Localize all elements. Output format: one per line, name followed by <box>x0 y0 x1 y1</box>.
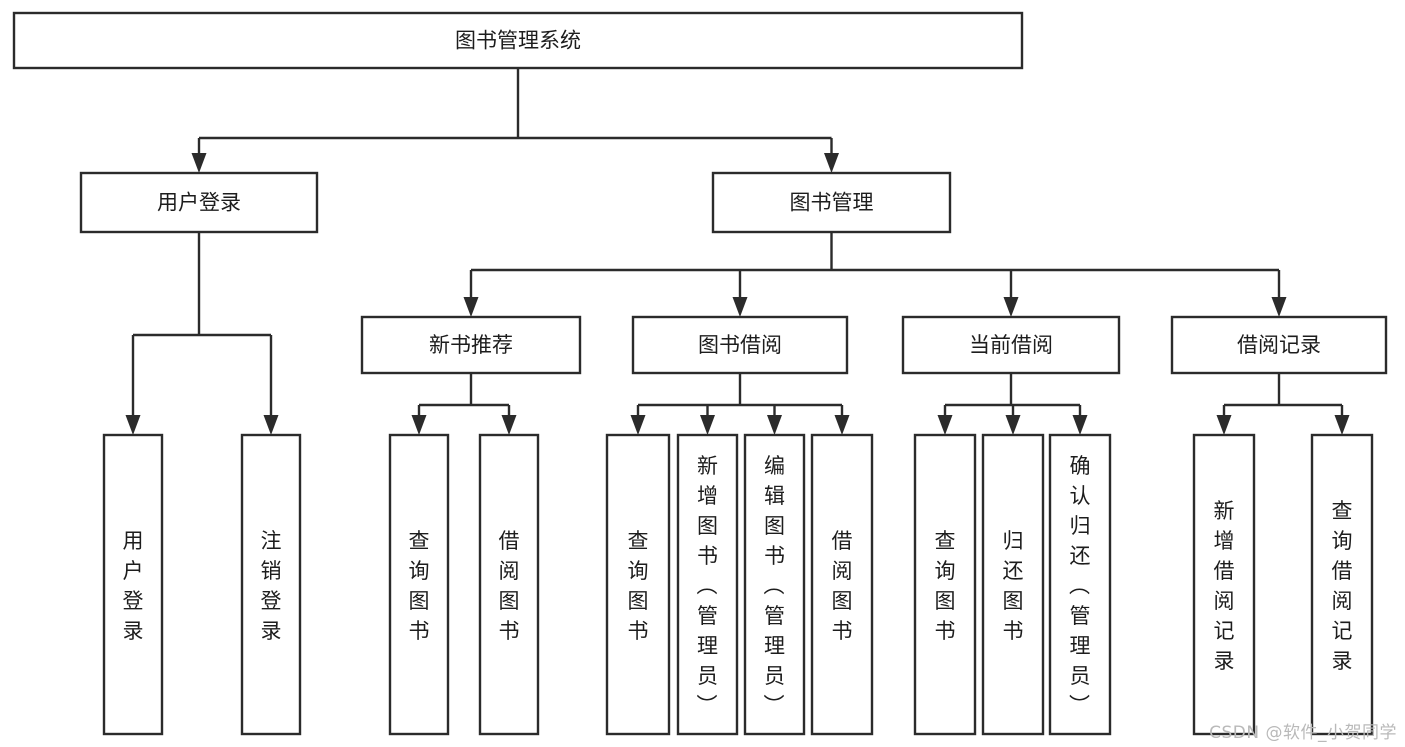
node-root[interactable]: 图书管理系统 <box>12 11 1024 70</box>
nodes-layer: 图书管理系统用户登录图书管理新书推荐图书借阅当前借阅借阅记录用户登录注销登录查询… <box>12 11 1388 736</box>
arrow-head-icon <box>1005 415 1021 435</box>
node-current-borrow[interactable]: 当前借阅 <box>901 315 1121 375</box>
node-box-leaf-confirm-return[interactable] <box>1048 433 1112 736</box>
node-label-leaf-borrow-book-1: 借阅图书 <box>499 529 520 643</box>
connector-group-root <box>191 68 839 173</box>
node-label-leaf-user-login: 用户登录 <box>123 529 144 643</box>
arrow-head-icon <box>937 415 953 435</box>
node-leaf-borrow-book-2[interactable]: 借阅图书 <box>810 433 874 736</box>
node-box-leaf-query-book-2[interactable] <box>605 433 671 736</box>
connector-group-book-borrow <box>630 373 850 435</box>
node-label-leaf-add-book: 新增图书（管理员） <box>697 454 719 718</box>
arrow-head-icon <box>191 153 207 173</box>
node-box-leaf-edit-book[interactable] <box>743 433 806 736</box>
node-box-leaf-logout[interactable] <box>240 433 302 736</box>
node-box-current-borrow[interactable] <box>901 315 1121 375</box>
node-leaf-return-book[interactable]: 归还图书 <box>981 433 1045 736</box>
node-box-leaf-borrow-book-1[interactable] <box>478 433 540 736</box>
node-label-book-borrow: 图书借阅 <box>698 333 782 357</box>
node-box-leaf-borrow-book-2[interactable] <box>810 433 874 736</box>
arrow-head-icon <box>767 415 782 435</box>
arrow-head-icon <box>1003 297 1019 317</box>
node-box-new-book-recommend[interactable] <box>360 315 582 375</box>
node-leaf-borrow-book-1[interactable]: 借阅图书 <box>478 433 540 736</box>
node-leaf-query-book-2[interactable]: 查询图书 <box>605 433 671 736</box>
connector-group-new-book-recommend <box>411 373 517 435</box>
connectors-layer <box>125 68 1350 435</box>
node-label-leaf-return-book: 归还图书 <box>1003 529 1024 643</box>
node-box-leaf-query-book-1[interactable] <box>388 433 450 736</box>
node-new-book-recommend[interactable]: 新书推荐 <box>360 315 582 375</box>
node-box-borrow-record[interactable] <box>1170 315 1388 375</box>
node-user-login[interactable]: 用户登录 <box>79 171 319 234</box>
arrow-head-icon <box>1271 297 1287 317</box>
node-label-leaf-query-book-3: 查询图书 <box>935 529 956 643</box>
arrow-head-icon <box>411 415 427 435</box>
node-label-leaf-confirm-return: 确认归还（管理员） <box>1069 454 1091 718</box>
node-label-user-login: 用户登录 <box>157 191 241 215</box>
watermark-text: CSDN @软件_小贺同学 <box>1209 723 1397 743</box>
connector-group-borrow-record <box>1216 373 1350 435</box>
node-leaf-query-record[interactable]: 查询借阅记录 <box>1310 433 1374 736</box>
arrow-head-icon <box>630 415 646 435</box>
node-leaf-add-book[interactable]: 新增图书（管理员） <box>676 433 739 736</box>
node-label-current-borrow: 当前借阅 <box>969 333 1053 357</box>
arrow-head-icon <box>1334 415 1350 435</box>
node-box-leaf-query-record[interactable] <box>1310 433 1374 736</box>
node-leaf-confirm-return[interactable]: 确认归还（管理员） <box>1048 433 1112 736</box>
node-label-leaf-query-record: 查询借阅记录 <box>1332 499 1353 673</box>
arrow-head-icon <box>263 415 279 435</box>
node-label-borrow-record: 借阅记录 <box>1237 333 1321 357</box>
arrow-head-icon <box>700 415 715 435</box>
arrow-head-icon <box>834 415 850 435</box>
node-box-user-login[interactable] <box>79 171 319 234</box>
node-box-leaf-user-login[interactable] <box>102 433 164 736</box>
node-box-leaf-add-record[interactable] <box>1192 433 1256 736</box>
node-leaf-query-book-3[interactable]: 查询图书 <box>913 433 977 736</box>
node-leaf-logout[interactable]: 注销登录 <box>240 433 302 736</box>
node-label-leaf-borrow-book-2: 借阅图书 <box>832 529 853 643</box>
node-box-leaf-return-book[interactable] <box>981 433 1045 736</box>
arrow-head-icon <box>463 297 479 317</box>
arrow-head-icon <box>125 415 141 435</box>
connector-group-current-borrow <box>937 373 1088 435</box>
arrow-head-icon <box>824 153 839 173</box>
node-label-leaf-logout: 注销登录 <box>261 529 282 643</box>
node-box-leaf-add-book[interactable] <box>676 433 739 736</box>
node-label-leaf-add-record: 新增借阅记录 <box>1214 499 1235 673</box>
arrow-head-icon <box>501 415 517 435</box>
node-book-manage[interactable]: 图书管理 <box>711 171 952 234</box>
node-label-leaf-edit-book: 编辑图书（管理员） <box>764 454 786 718</box>
node-leaf-add-record[interactable]: 新增借阅记录 <box>1192 433 1256 736</box>
arrow-head-icon <box>1216 415 1232 435</box>
node-label-new-book-recommend: 新书推荐 <box>429 333 513 357</box>
node-label-root: 图书管理系统 <box>455 29 581 53</box>
node-label-book-manage: 图书管理 <box>790 191 874 215</box>
node-box-root[interactable] <box>12 11 1024 70</box>
node-box-book-borrow[interactable] <box>631 315 849 375</box>
node-label-leaf-query-book-1: 查询图书 <box>409 529 430 643</box>
node-book-borrow[interactable]: 图书借阅 <box>631 315 849 375</box>
node-leaf-edit-book[interactable]: 编辑图书（管理员） <box>743 433 806 736</box>
node-borrow-record[interactable]: 借阅记录 <box>1170 315 1388 375</box>
node-box-book-manage[interactable] <box>711 171 952 234</box>
connector-group-user-login <box>125 232 279 435</box>
connector-group-book-manage <box>463 232 1287 317</box>
node-box-leaf-query-book-3[interactable] <box>913 433 977 736</box>
arrow-head-icon <box>1072 415 1088 435</box>
node-label-leaf-query-book-2: 查询图书 <box>628 529 649 643</box>
node-leaf-user-login[interactable]: 用户登录 <box>102 433 164 736</box>
arrow-head-icon <box>732 297 748 317</box>
node-leaf-query-book-1[interactable]: 查询图书 <box>388 433 450 736</box>
